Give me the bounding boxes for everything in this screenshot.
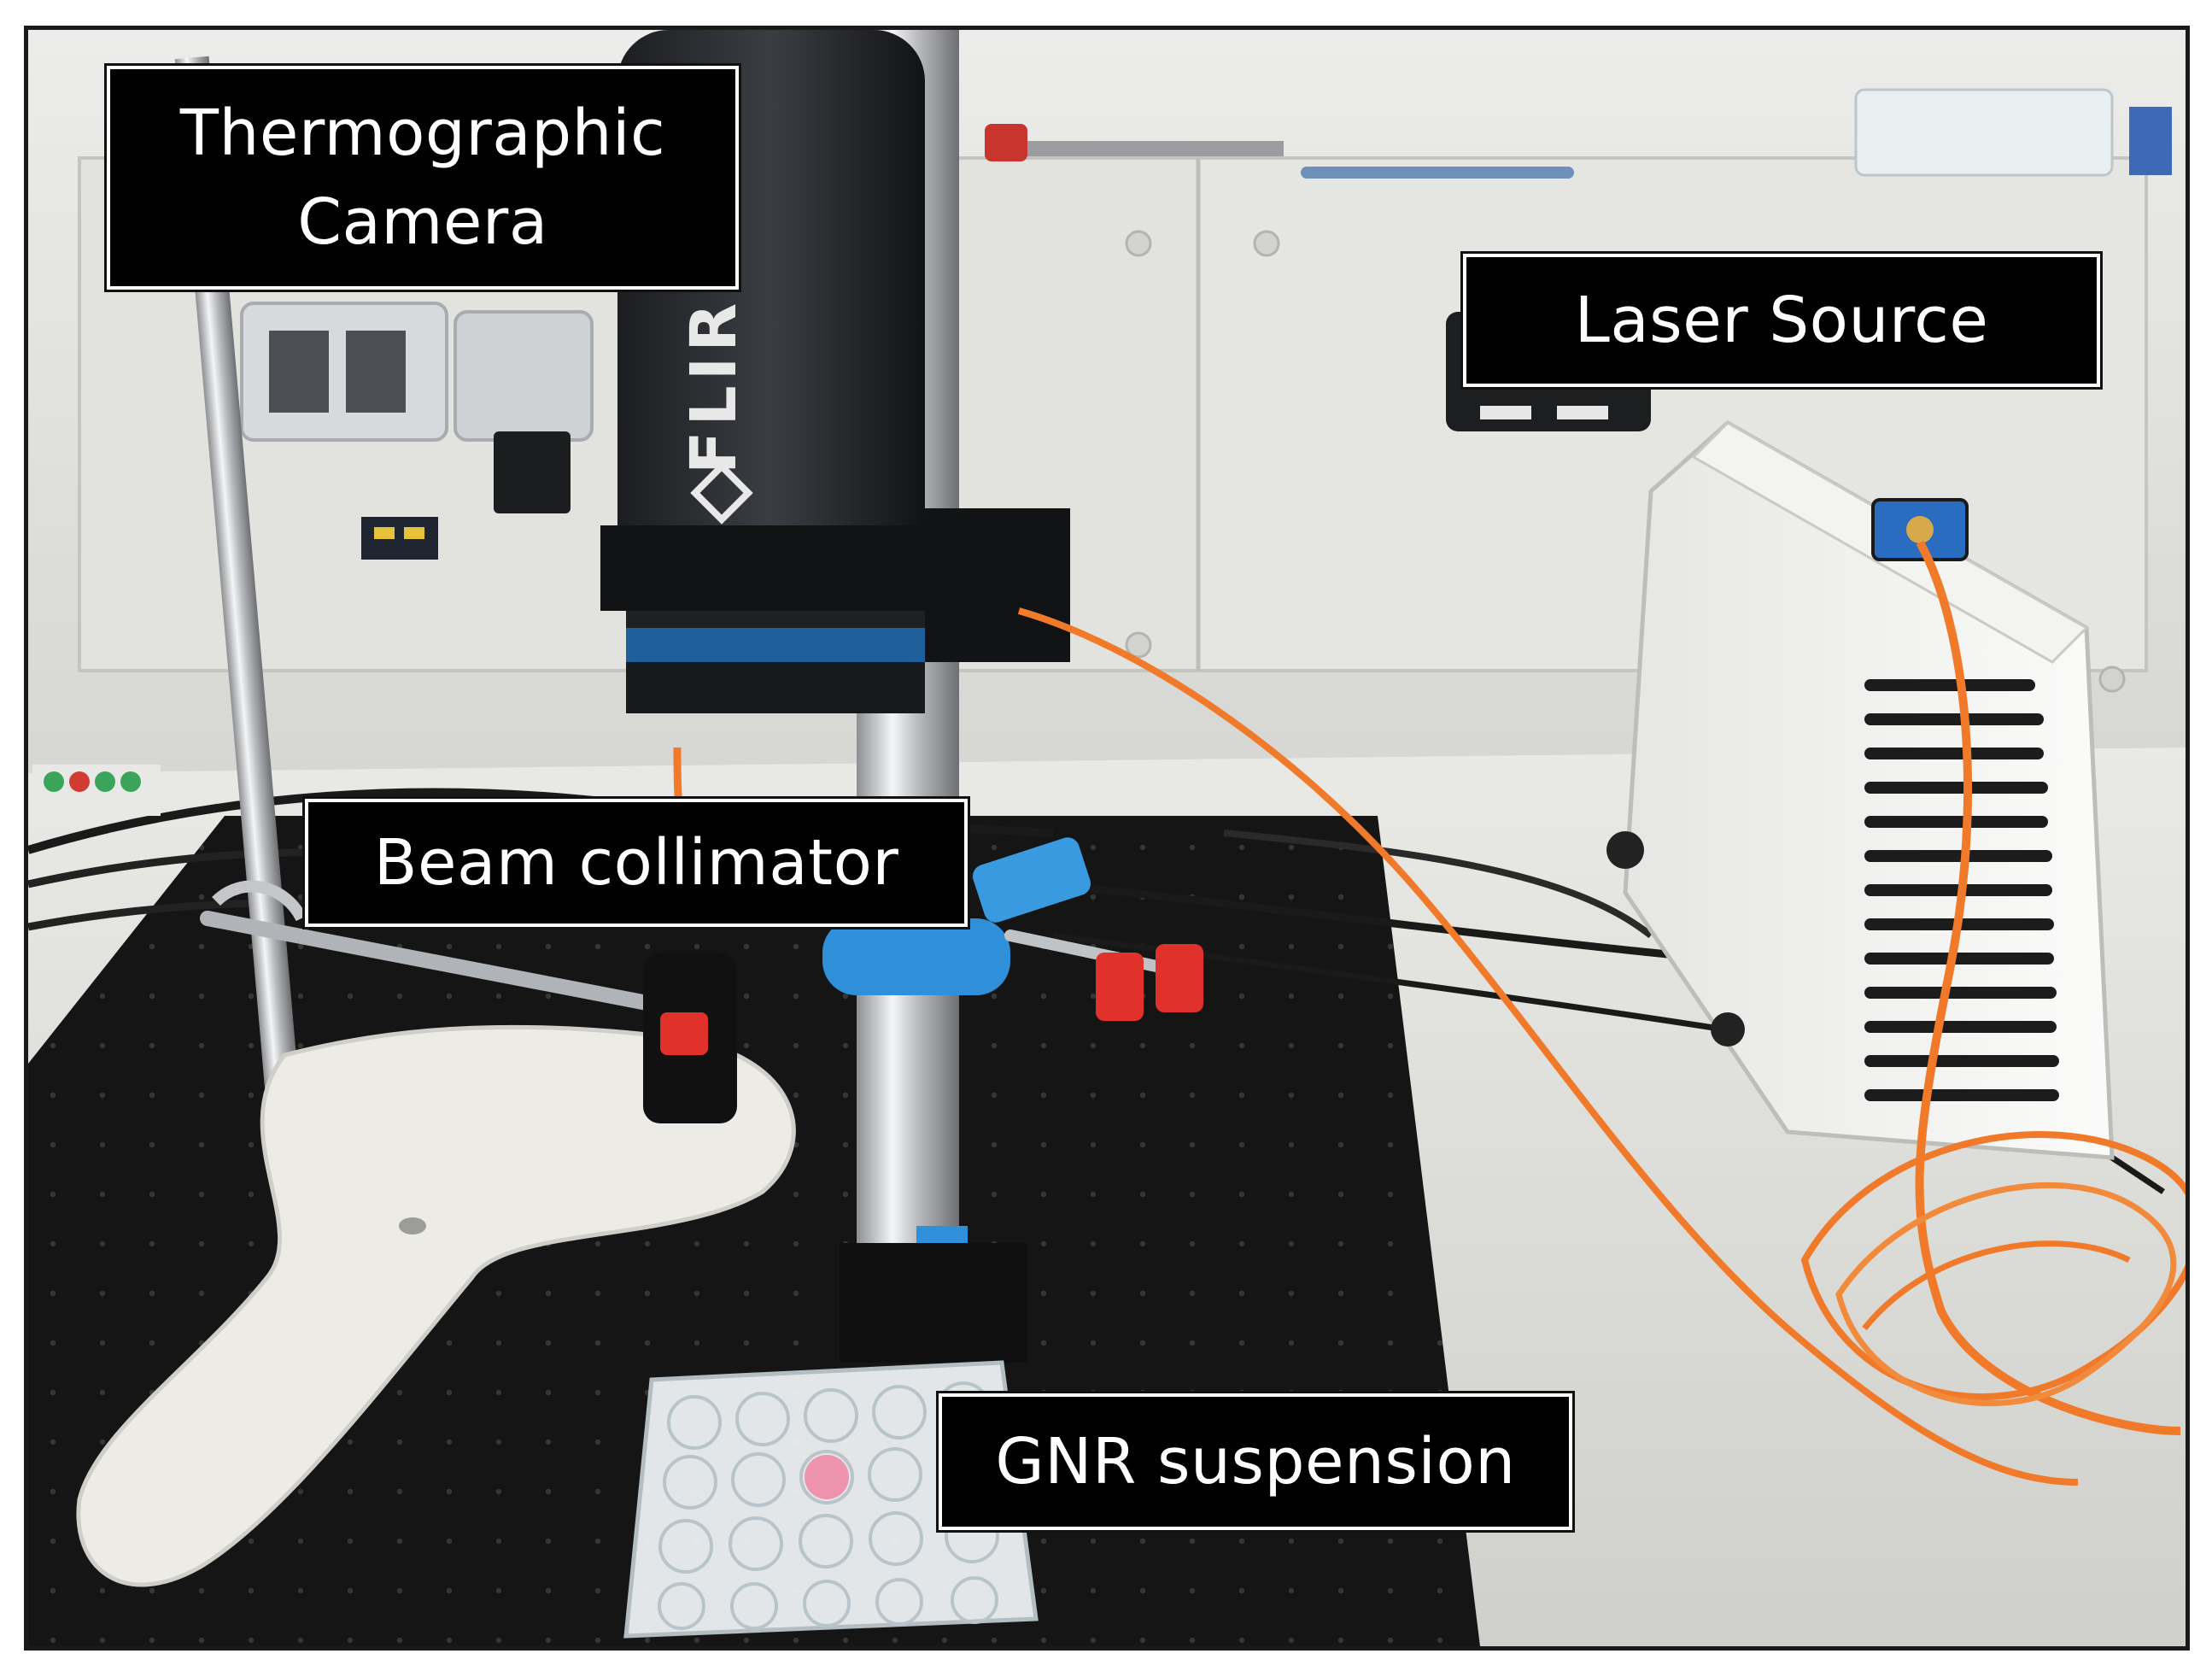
label-thermographic-camera: Thermographic Camera: [107, 66, 739, 290]
label-beam-collimator: Beam collimator: [305, 799, 968, 927]
photo-frame: FLIR: [24, 26, 2190, 1651]
lab-setup-photo: FLIR: [28, 30, 2186, 1646]
label-gnr-suspension: GNR suspension: [939, 1393, 1572, 1530]
label-gnr-text: GNR suspension: [995, 1425, 1516, 1498]
gnr-suspension-well: [805, 1455, 849, 1499]
retort-stand-rod: [174, 56, 313, 1251]
label-camera-line2: Camera: [297, 185, 548, 259]
label-laser-text: Laser Source: [1574, 284, 1989, 357]
label-camera-line1: Thermographic: [179, 97, 666, 170]
camera-brand-text: FLIR: [677, 298, 751, 474]
label-collimator-text: Beam collimator: [373, 826, 899, 900]
label-laser-source: Laser Source: [1463, 254, 2100, 387]
blue-collimator-clamp: [822, 918, 1010, 995]
well-plate: [623, 1360, 1039, 1639]
